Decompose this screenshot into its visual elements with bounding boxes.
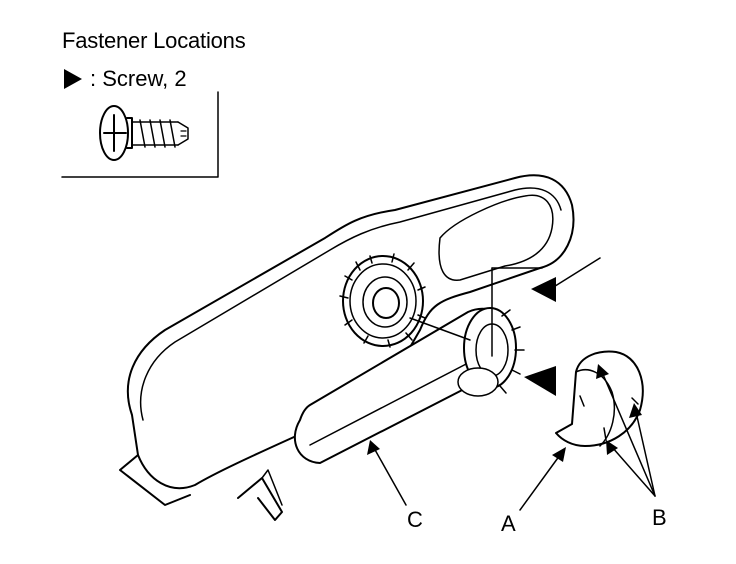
screw-marker-lower-icon [524,366,556,396]
leader-line-c [373,447,407,506]
leader-arrow-b3 [606,440,618,455]
leader-line-b1 [601,371,656,497]
diagram-title: Fastener Locations [62,28,246,53]
callout-label-a: A [501,511,516,536]
callout-label-c: C [407,507,423,532]
leader-line-b3 [611,446,656,497]
screw-axis-lines [409,257,601,357]
leader-arrow-b2 [629,403,642,418]
screw-icon [99,105,189,161]
leader-arrow-a [552,447,566,462]
legend-row: : Screw, 2 [62,66,187,92]
leader-lines [367,364,656,511]
screw-marker-upper-icon [531,277,556,302]
legend-text: : Screw, 2 [90,66,187,91]
black-triangle-arrow-icon [64,69,82,89]
leader-arrow-b1 [596,364,609,379]
callout-label-b: B [652,505,667,530]
recliner-pivot-gear [339,253,426,348]
leader-line-b2 [635,411,656,497]
leader-line-a [519,454,561,511]
screw-legend-box [61,91,219,178]
leader-arrow-c [367,440,380,455]
cover-cap [555,350,644,447]
recliner-cover [119,174,575,521]
screw-markers [524,277,556,396]
